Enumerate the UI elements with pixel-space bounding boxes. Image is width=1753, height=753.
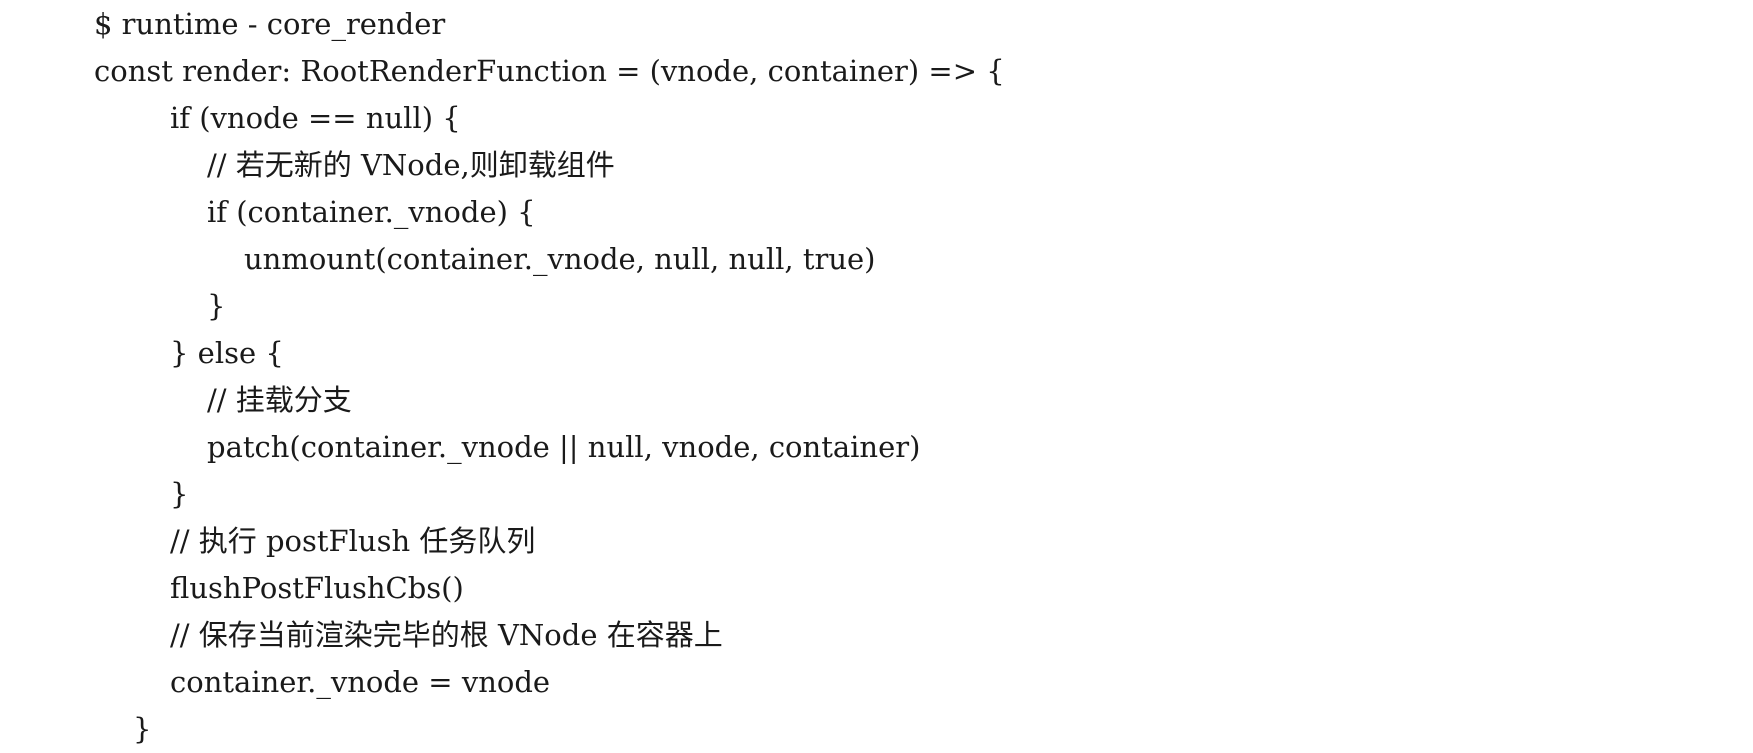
code-line-unmount-call: unmount(container._vnode, null, null, tr… xyxy=(244,242,876,276)
code-line-comment-save: // 保存当前渲染完毕的根 VNode 在容器上 xyxy=(170,618,723,652)
code-line-render-decl: const render: RootRenderFunction = (vnod… xyxy=(94,54,1005,88)
code-line-comment-mount: // 挂载分支 xyxy=(207,383,352,417)
code-line-assign-vnode: container._vnode = vnode xyxy=(170,665,551,699)
code-line-flush-call: flushPostFlushCbs() xyxy=(170,571,464,605)
code-line-if-container: if (container._vnode) { xyxy=(207,195,536,229)
code-line-title: $ runtime - core_render xyxy=(94,7,446,41)
code-line-close-brace: } xyxy=(207,289,226,323)
code-line-close-brace: } xyxy=(170,477,189,511)
code-line-patch-call: patch(container._vnode || null, vnode, c… xyxy=(207,430,921,464)
code-line-close-brace: } xyxy=(133,712,152,746)
code-line-if-null: if (vnode == null) { xyxy=(170,101,461,135)
code-line-else: } else { xyxy=(170,336,284,370)
code-line-comment-postflush: // 执行 postFlush 任务队列 xyxy=(170,524,536,558)
code-line-comment-unmount: // 若无新的 VNode,则卸载组件 xyxy=(207,148,615,182)
